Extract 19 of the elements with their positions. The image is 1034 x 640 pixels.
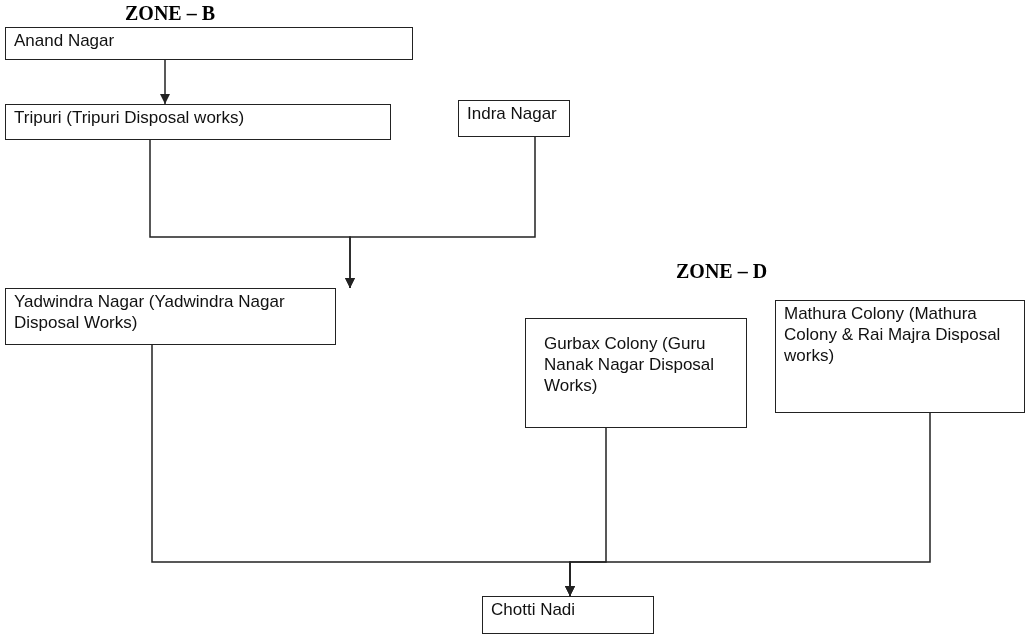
node-text: Mathura Colony (Mathura Colony & Rai Majra Disposal works) bbox=[784, 303, 1002, 366]
zone-heading: ZONE – D bbox=[676, 260, 768, 283]
process-box bbox=[5, 288, 336, 345]
process-box bbox=[458, 100, 570, 137]
node-text: Indra Nagar bbox=[467, 103, 558, 124]
node-text: Anand Nagar bbox=[14, 30, 116, 51]
zone-heading: ZONE – B bbox=[125, 2, 216, 25]
process-box bbox=[5, 104, 391, 140]
node-text: Chotti Nadi bbox=[491, 599, 577, 620]
node-text: Yadwindra Nagar (Yadwindra Nagar Disposal Works) bbox=[14, 291, 286, 333]
node-text: Tripuri (Tripuri Disposal works) bbox=[14, 107, 246, 128]
arrow bbox=[160, 59, 170, 105]
process-box bbox=[775, 300, 1025, 413]
process-box bbox=[5, 27, 413, 60]
arrow bbox=[565, 412, 931, 597]
process-box bbox=[482, 596, 654, 634]
node-text: Gurbax Colony (Guru Nanak Nagar Disposal Works) bbox=[544, 333, 716, 396]
arrow bbox=[345, 136, 536, 289]
process-box bbox=[525, 318, 747, 428]
